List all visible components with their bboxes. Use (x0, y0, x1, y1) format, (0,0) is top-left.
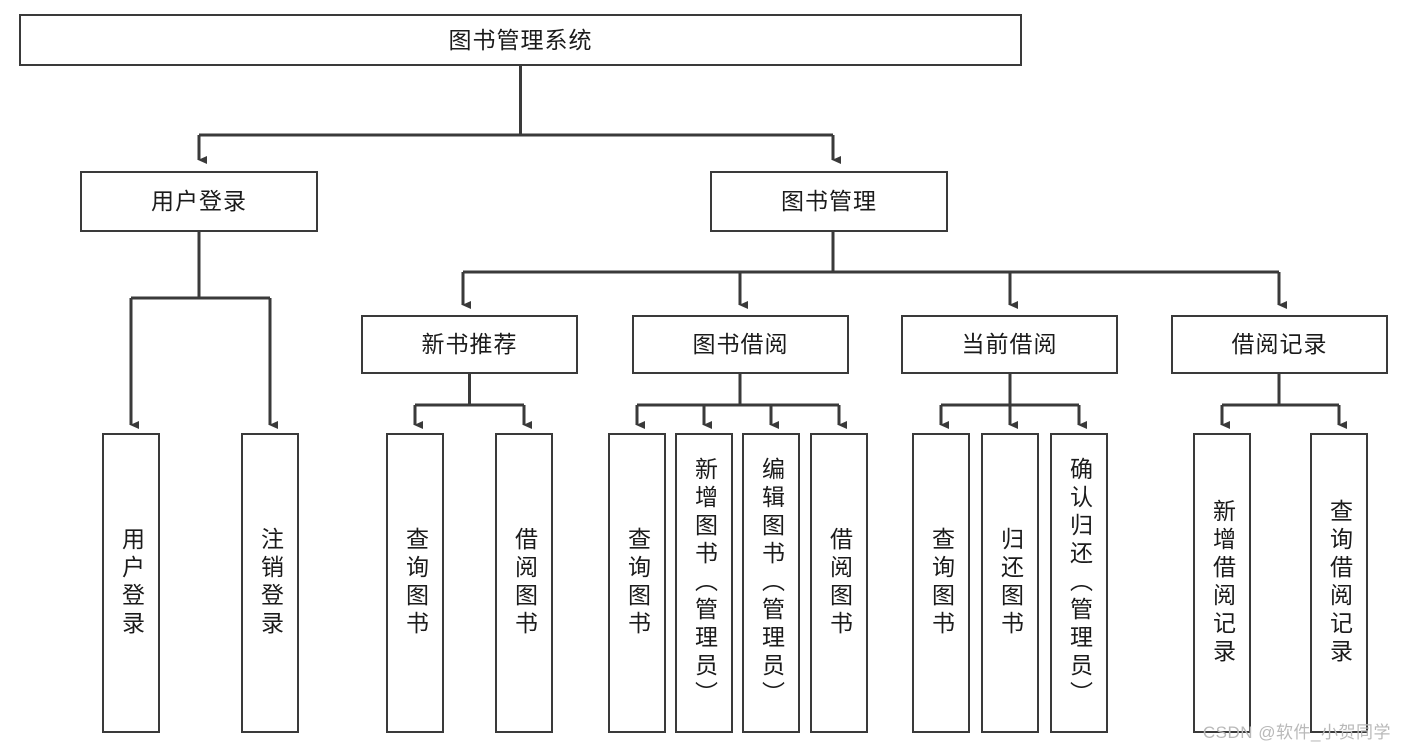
leaf-user-login-login-label: 用户登录 (118, 527, 145, 639)
leaf-borrow-record-add-label: 新增借阅记录 (1209, 499, 1236, 667)
node-borrow-record[interactable]: 借阅记录 (1171, 315, 1388, 374)
leaf-borrow-record-query[interactable]: 查询借阅记录 (1310, 433, 1368, 733)
node-book-management[interactable]: 图书管理 (710, 171, 948, 232)
node-book-borrow-label: 图书借阅 (692, 331, 789, 358)
node-root-book-management-system[interactable]: 图书管理系统 (19, 14, 1022, 66)
node-user-login[interactable]: 用户登录 (80, 171, 318, 232)
leaf-book-borrow-query-label: 查询图书 (624, 527, 651, 639)
leaf-new-book-borrow-label: 借阅图书 (511, 527, 538, 639)
leaf-new-book-borrow[interactable]: 借阅图书 (495, 433, 553, 733)
leaf-user-login-login[interactable]: 用户登录 (102, 433, 160, 733)
leaf-borrow-record-query-label: 查询借阅记录 (1326, 499, 1353, 667)
leaf-current-borrow-return[interactable]: 归还图书 (981, 433, 1039, 733)
leaf-current-borrow-confirm[interactable]: 确认归还（管理员） (1050, 433, 1108, 733)
leaf-book-borrow-edit[interactable]: 编辑图书（管理员） (742, 433, 800, 733)
leaf-book-borrow-add[interactable]: 新增图书（管理员） (675, 433, 733, 733)
node-borrow-record-label: 借阅记录 (1231, 331, 1328, 358)
node-book-borrow[interactable]: 图书借阅 (632, 315, 849, 374)
leaf-current-borrow-return-label: 归还图书 (997, 527, 1024, 639)
node-root-label: 图书管理系统 (448, 26, 593, 53)
leaf-current-borrow-confirm-label: 确认归还（管理员） (1066, 457, 1093, 709)
leaf-current-borrow-query-label: 查询图书 (928, 527, 955, 639)
leaf-book-borrow-query[interactable]: 查询图书 (608, 433, 666, 733)
leaf-user-login-logout-label: 注销登录 (257, 527, 284, 639)
leaf-book-borrow-add-label: 新增图书（管理员） (691, 457, 718, 709)
node-book-management-label: 图书管理 (781, 188, 877, 215)
node-user-login-label: 用户登录 (151, 188, 247, 215)
node-new-book-recommend[interactable]: 新书推荐 (361, 315, 578, 374)
leaf-borrow-record-add[interactable]: 新增借阅记录 (1193, 433, 1251, 733)
leaf-new-book-query[interactable]: 查询图书 (386, 433, 444, 733)
node-current-borrow-label: 当前借阅 (961, 331, 1058, 358)
node-current-borrow[interactable]: 当前借阅 (901, 315, 1118, 374)
leaf-book-borrow-lend[interactable]: 借阅图书 (810, 433, 868, 733)
watermark-csdn: CSDN @软件_小贺同学 (1202, 723, 1391, 742)
leaf-current-borrow-query[interactable]: 查询图书 (912, 433, 970, 733)
node-new-book-recommend-label: 新书推荐 (421, 331, 518, 358)
leaf-new-book-query-label: 查询图书 (402, 527, 429, 639)
leaf-user-login-logout[interactable]: 注销登录 (241, 433, 299, 733)
leaf-book-borrow-lend-label: 借阅图书 (826, 527, 853, 639)
leaf-book-borrow-edit-label: 编辑图书（管理员） (758, 457, 785, 709)
